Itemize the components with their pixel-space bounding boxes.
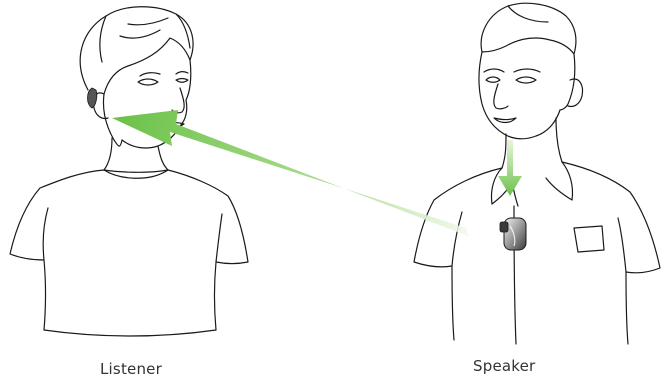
transmission-arrow	[112, 110, 468, 236]
speaker-shirt	[414, 162, 660, 344]
speaker-nose	[494, 84, 508, 109]
speaker-figure	[414, 3, 660, 344]
listener-shirt	[10, 170, 248, 330]
listener-nose	[172, 88, 184, 113]
speaker-hair	[481, 3, 576, 54]
hearing-aid	[88, 88, 97, 108]
speaker-eye-right	[516, 77, 536, 83]
speaker-mouth	[494, 118, 516, 123]
listener-eye-left	[138, 79, 158, 85]
speaker-face	[479, 52, 560, 139]
speaker-ear	[568, 79, 583, 106]
clip-on-microphone	[500, 218, 526, 250]
listener-figure	[10, 7, 248, 336]
listener-caption: Listener	[100, 360, 162, 378]
speaker-eye-left	[486, 77, 500, 82]
listener-eye-right	[176, 79, 188, 83]
listener-hair	[80, 7, 193, 94]
speaker-caption: Speaker	[473, 357, 535, 375]
